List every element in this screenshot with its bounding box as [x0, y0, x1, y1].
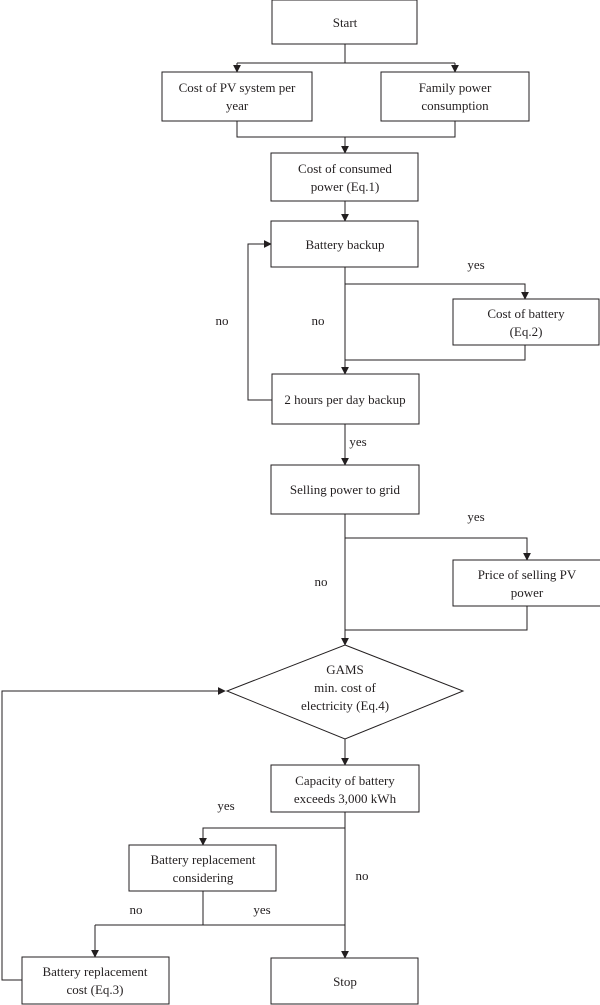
node-selling-grid-label: Selling power to grid: [290, 482, 401, 497]
node-replacement-cost-label-1: Battery replacement: [42, 964, 147, 979]
node-capacity: Capacity of battery exceeds 3,000 kWh: [270, 764, 420, 813]
label-backup-loop-no: no: [216, 313, 229, 328]
node-family-power-label-1: Family power: [419, 80, 492, 95]
edge-capacity-yes: [199, 827, 345, 846]
node-battery-cost-label-1: Cost of battery: [487, 306, 565, 321]
node-pv-cost-label-2: year: [226, 98, 249, 113]
edge-start-split: [237, 44, 455, 64]
node-family-power: Family power consumption: [380, 71, 530, 122]
node-replacement-cost: Battery replacement cost (Eq.3): [21, 956, 170, 1005]
connectors: [1, 44, 531, 981]
node-gams: GAMS min. cost of electricity (Eq.4): [225, 644, 465, 740]
node-selling-price-label-2: power: [511, 585, 544, 600]
label-backup-no: no: [312, 313, 325, 328]
node-stop: Stop: [270, 957, 419, 1005]
node-gams-label-2: min. cost of: [314, 680, 376, 695]
edge-price-return: [345, 606, 528, 631]
node-replacement-considering: Battery replacement considering: [128, 844, 277, 892]
node-pv-cost-label-1: Cost of PV system per: [179, 80, 296, 95]
node-gams-label-1: GAMS: [326, 662, 364, 677]
label-selling-yes: yes: [467, 509, 484, 524]
node-stop-label: Stop: [333, 974, 357, 989]
node-battery-cost-label-2: (Eq.2): [510, 324, 543, 339]
edge-replacement-split: [95, 891, 345, 926]
label-capacity-no: no: [356, 868, 369, 883]
node-capacity-label-2: exceeds 3,000 kWh: [294, 791, 397, 806]
label-selling-no: no: [315, 574, 328, 589]
node-two-hours-label: 2 hours per day backup: [284, 392, 405, 407]
node-selling-grid: Selling power to grid: [270, 464, 420, 515]
node-battery-cost: Cost of battery (Eq.2): [452, 298, 600, 346]
node-capacity-label-1: Capacity of battery: [295, 773, 395, 788]
node-family-power-label-2: consumption: [421, 98, 489, 113]
edge-battery-cost-return: [345, 345, 526, 361]
node-battery-backup: Battery backup: [270, 220, 419, 268]
node-selling-price-label-1: Price of selling PV: [478, 567, 577, 582]
label-two-hours-yes: yes: [349, 434, 366, 449]
node-two-hours: 2 hours per day backup: [271, 373, 420, 425]
edge-merge: [236, 121, 456, 153]
edge-backup-yes: [345, 283, 529, 300]
edge-loop-back: [247, 240, 272, 401]
node-consumed-cost-label-1: Cost of consumed: [298, 161, 392, 176]
node-consumed-cost-label-2: power (Eq.1): [311, 179, 380, 194]
node-gams-label-3: electricity (Eq.4): [301, 698, 389, 713]
node-replacement-considering-label-1: Battery replacement: [150, 852, 255, 867]
edge-replacement-loop: [1, 687, 226, 981]
node-consumed-cost: Cost of consumed power (Eq.1): [270, 152, 419, 202]
label-capacity-yes: yes: [217, 798, 234, 813]
node-replacement-cost-label-2: cost (Eq.3): [66, 982, 123, 997]
label-replacement-yes: yes: [253, 902, 270, 917]
node-selling-price: Price of selling PV power: [452, 559, 600, 607]
edge-selling-yes: [345, 537, 531, 561]
node-start-label: Start: [333, 15, 358, 30]
edge-labels: yes no no yes yes no yes no no yes: [130, 257, 485, 917]
node-battery-backup-label: Battery backup: [305, 237, 384, 252]
node-replacement-considering-label-2: considering: [173, 870, 234, 885]
label-replacement-no: no: [130, 902, 143, 917]
node-start: Start: [271, 0, 418, 45]
node-pv-cost: Cost of PV system per year: [161, 71, 313, 122]
label-backup-yes: yes: [467, 257, 484, 272]
